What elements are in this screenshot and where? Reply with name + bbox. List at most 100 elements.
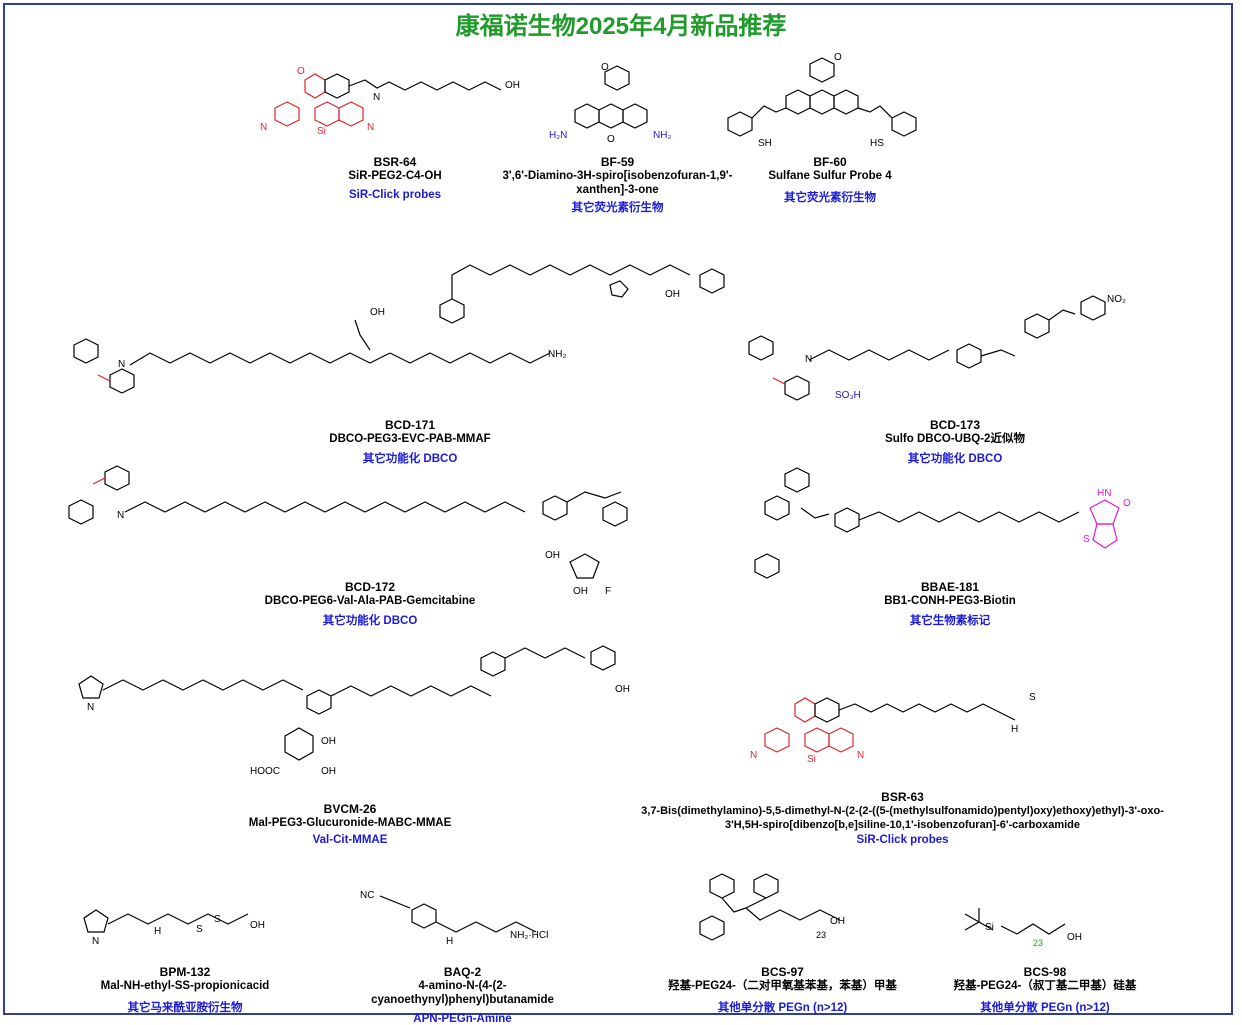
atom-oh: OH	[321, 766, 336, 777]
atom-o: O	[1123, 498, 1131, 509]
atom-si: Si	[985, 922, 994, 933]
atom-nh2: NH₂	[548, 349, 566, 360]
atom-hn: HN	[1097, 488, 1111, 499]
atom-oh: OH	[830, 916, 845, 927]
product-category: 其它生物素标记	[909, 615, 991, 627]
product-code: BF-59	[600, 155, 635, 169]
card-bvcm-26: BVCM-26 Mal-PEG3-Glucuronide-MABC-MMAE V…	[225, 802, 475, 846]
atom-oh: OH	[545, 550, 560, 561]
atom-hs: HS	[870, 138, 884, 149]
card-bf-60: BF-60 Sulfane Sulfur Probe 4 其它荧光素衍生物	[725, 155, 935, 205]
structure-bpm-132: N H S S OH	[83, 909, 265, 947]
card-bcs-97: BCS-97 羟基-PEG24-（二对甲氧基苯基，苯基）甲基 其他单分散 PEG…	[645, 965, 920, 1015]
product-code: BSR-64	[373, 155, 417, 169]
structure-bcd-173: N SO₃H NO₂	[748, 294, 1126, 401]
product-code: BBAE-181	[920, 580, 980, 594]
product-category: 其它荧光素衍生物	[571, 202, 664, 214]
product-name: DBCO-PEG6-Val-Ala-PAB-Gemcitabine	[264, 595, 476, 607]
product-category: 其它功能化 DBCO	[907, 453, 1003, 465]
atom-oh: OH	[615, 684, 630, 695]
atom-n: N	[92, 936, 99, 947]
atom-f: F	[605, 586, 611, 597]
atom-so3h: SO₃H	[835, 390, 861, 401]
atom-oh: OH	[370, 307, 385, 318]
product-name: 3,7-Bis(dimethylamino)-5,5-dimethyl-N-(2…	[641, 805, 1164, 831]
structure-baq-2: NC H NH₂·HCl	[360, 890, 548, 947]
atom-nh: H	[1011, 724, 1018, 735]
product-category: 其他单分散 PEGn (n>12)	[980, 1002, 1110, 1014]
atom-n-right: N	[367, 122, 374, 133]
product-code: BCS-98	[1023, 965, 1067, 979]
product-category: 其它功能化 DBCO	[322, 615, 418, 627]
atom-nh: H	[154, 926, 161, 937]
atom-oh: OH	[505, 80, 520, 91]
card-bbae-181: BBAE-181 BB1-CONH-PEG3-Biotin 其它生物素标记	[835, 580, 1065, 628]
product-category: Val-Cit-MMAE	[312, 834, 388, 846]
atom-o: O	[601, 62, 609, 73]
atom-oh: OH	[321, 736, 336, 747]
structure-bvcm-26: N HOOC OH OH OH	[78, 645, 630, 777]
product-category: SiR-Click probes	[856, 834, 949, 846]
card-bsr-63: BSR-63 3,7-Bis(dimethylamino)-5,5-dimeth…	[630, 790, 1175, 846]
product-code: BF-60	[813, 155, 847, 169]
atom-nc: NC	[360, 890, 374, 901]
product-name: 4-amino-N-(4-(2-cyanoethynyl)phenyl)buta…	[371, 980, 554, 1006]
product-name: Mal-NH-ethyl-SS-propionicacid	[100, 980, 270, 992]
atom-n-left: N	[260, 122, 267, 133]
product-name: 3',6'-Diamino-3H-spiro[isobenzofuran-1,9…	[502, 170, 733, 196]
card-bpm-132: BPM-132 Mal-NH-ethyl-SS-propionicacid 其它…	[70, 965, 300, 1015]
structure-bcd-172: N OH OH F	[68, 465, 628, 597]
product-name: Sulfo DBCO-UBQ-2近似物	[885, 433, 1025, 445]
atom-s: S	[1083, 534, 1090, 545]
atom-oh: OH	[573, 586, 588, 597]
product-name: SiR-PEG2-C4-OH	[348, 170, 442, 182]
card-bsr-64: BSR-64 SiR-PEG2-C4-OH SiR-Click probes	[280, 155, 510, 201]
card-bf-59: BF-59 3',6'-Diamino-3H-spiro[isobenzofur…	[495, 155, 740, 215]
atom-s: S	[196, 924, 203, 935]
atom-n: N	[118, 359, 125, 370]
page-title: 康福诺生物2025年4月新品推荐	[455, 13, 787, 40]
atom-o: O	[834, 52, 842, 63]
product-category: 其它功能化 DBCO	[362, 453, 458, 465]
card-bcd-171: BCD-171 DBCO-PEG3-EVC-PAB-MMAF 其它功能化 DBC…	[290, 418, 530, 466]
product-name: Sulfane Sulfur Probe 4	[768, 170, 892, 182]
card-bcd-172: BCD-172 DBCO-PEG6-Val-Ala-PAB-Gemcitabin…	[240, 580, 500, 628]
product-code: BCS-97	[761, 965, 804, 979]
atom-hooc: HOOC	[250, 766, 280, 777]
structure-bsr-64: O Si N N N OH	[260, 66, 520, 137]
product-name: BB1-CONH-PEG3-Biotin	[884, 595, 1016, 607]
atom-n: N	[87, 702, 94, 713]
atom-si: Si	[807, 754, 816, 765]
page-frame	[3, 3, 1233, 1015]
atom-o-ring: O	[607, 134, 615, 145]
atom-n: N	[805, 354, 812, 365]
atom-h2n: H₂N	[549, 130, 567, 141]
atom-o: O	[297, 66, 305, 77]
product-code: BVCM-26	[323, 802, 377, 816]
product-code: BCD-173	[929, 418, 980, 432]
card-bcs-98: BCS-98 羟基-PEG24-（叔丁基二甲基）硅基 其他单分散 PEGn (n…	[920, 965, 1170, 1015]
structure-bf-60: O SH HS	[727, 52, 917, 149]
product-category: 其他单分散 PEGn (n>12)	[717, 1002, 848, 1014]
structure-bcs-98: Si 23 OH	[964, 908, 1082, 948]
atom-n-left: N	[750, 750, 757, 761]
product-code: BPM-132	[159, 965, 211, 979]
atom-oh: OH	[250, 920, 265, 931]
structure-bcd-171: N OH NH₂ OH	[73, 264, 725, 394]
product-name: 羟基-PEG24-（二对甲氧基苯基，苯基）甲基	[668, 980, 897, 992]
atom-hcl: NH₂·HCl	[510, 930, 548, 941]
product-code: BCD-171	[384, 418, 435, 432]
card-baq-2: BAQ-2 4-amino-N-(4-(2-cyanoethynyl)pheny…	[330, 965, 595, 1025]
atom-oh: OH	[665, 289, 680, 300]
product-name: Mal-PEG3-Glucuronide-MABC-MMAE	[248, 817, 452, 829]
card-bcd-173: BCD-173 Sulfo DBCO-UBQ-2近似物 其它功能化 DBCO	[845, 418, 1065, 466]
atom-oh: OH	[1067, 932, 1082, 943]
structure-bcs-97: 23 OH	[699, 873, 845, 941]
atom-nh: H	[446, 936, 453, 947]
product-category: 其它马来酰亚胺衍生物	[127, 1002, 243, 1014]
structure-bsr-63: Si N N H S	[750, 692, 1036, 765]
atom-no2: NO₂	[1107, 294, 1126, 305]
atom-nh: N	[373, 92, 380, 103]
product-name: DBCO-PEG3-EVC-PAB-MMAF	[329, 433, 491, 445]
product-name: 羟基-PEG24-（叔丁基二甲基）硅基	[953, 980, 1137, 992]
